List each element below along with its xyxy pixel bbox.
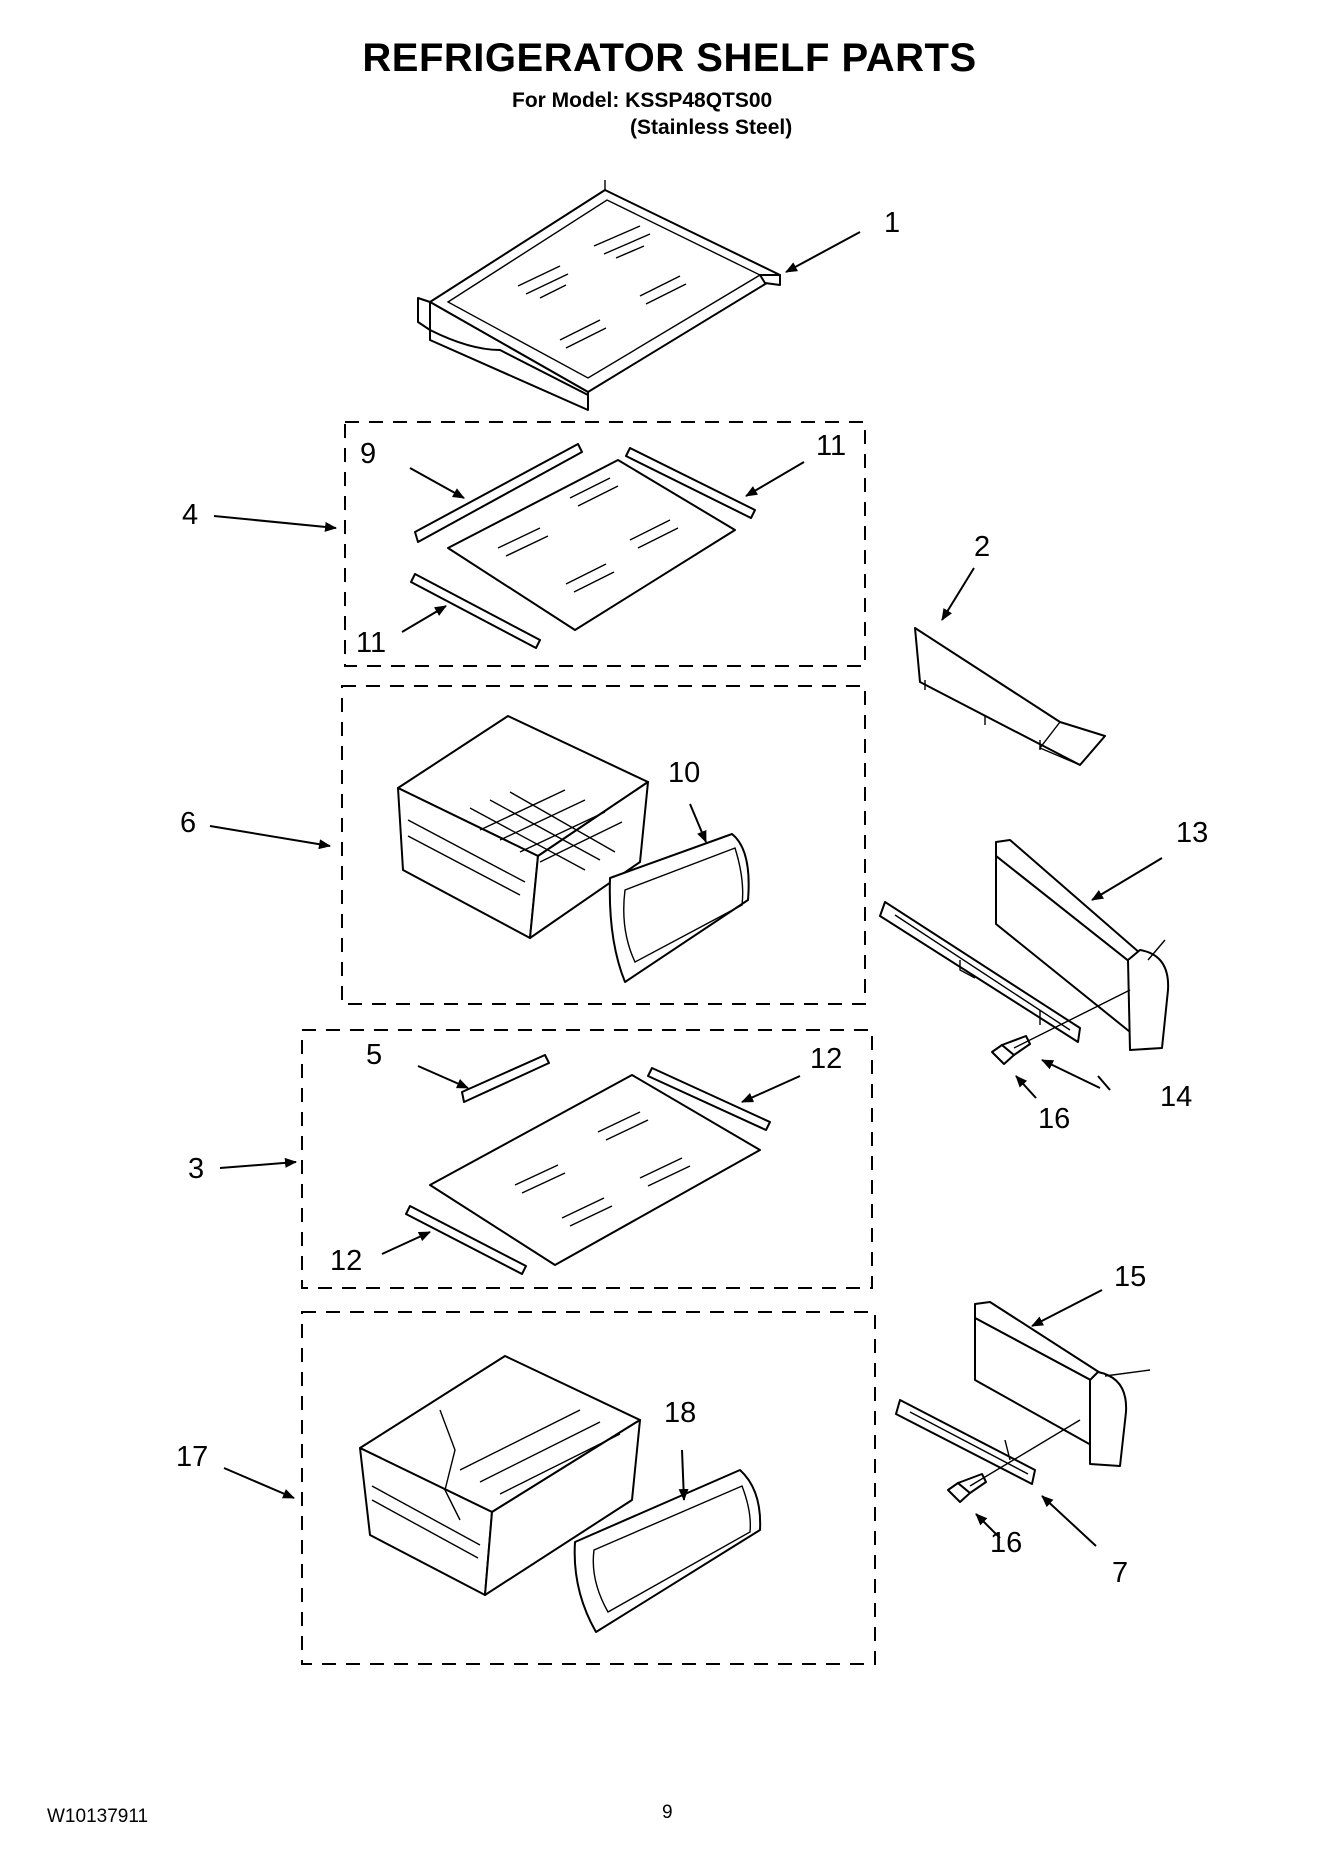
callout-18: 18: [664, 1397, 696, 1429]
callout-16-lower: 16: [990, 1527, 1022, 1559]
callout-11-lower: 11: [356, 627, 386, 659]
callout-1: 1: [884, 207, 900, 239]
part-12-glass-panel-lower: [429, 1074, 761, 1266]
part-5-trim-strip: [461, 1054, 550, 1103]
leader-16-lower: [969, 1419, 1081, 1487]
callout-14: 14: [1160, 1081, 1192, 1113]
part-17-freezer-drawer: [359, 1355, 641, 1596]
callout-17: 17: [176, 1441, 208, 1473]
part-1-shelf-assembly: [417, 180, 781, 411]
callout-7: 7: [1112, 1557, 1128, 1589]
leader-16-upper: [1013, 989, 1131, 1049]
callout-16-upper: 16: [1038, 1103, 1070, 1135]
part-11-trim-strip-lower: [410, 573, 541, 649]
part-15-end-cap-assembly: [974, 1301, 1151, 1467]
part-2-side-trim: [914, 627, 1106, 766]
group-box-part-4: [344, 421, 866, 667]
part-10-drawer-front: [608, 833, 750, 983]
part-6-crisper-drawer: [397, 715, 649, 939]
finish-line: (Stainless Steel): [630, 116, 793, 139]
part-13-end-cap-assembly: [995, 839, 1170, 1051]
group-box-part-17: [301, 1311, 876, 1665]
part-16-screw-upper: [991, 1035, 1031, 1065]
callout-4: 4: [182, 499, 198, 531]
part-11-glass-panel-upper: [447, 459, 736, 631]
group-box-part-6: [341, 685, 866, 1005]
callout-15: 15: [1114, 1261, 1146, 1293]
callout-11-right: 11: [816, 430, 846, 462]
callout-6: 6: [180, 807, 196, 839]
callout-3: 3: [188, 1153, 204, 1185]
leader-arrows: [209, 231, 1163, 1547]
part-11-trim-strip-right: [625, 447, 756, 519]
callout-13: 13: [1176, 817, 1208, 849]
callout-2: 2: [974, 531, 990, 563]
part-12-trim-strip-right: [647, 1067, 771, 1131]
part-14-slide-rail: [879, 901, 1081, 1043]
part-18-drawer-front: [573, 1469, 762, 1633]
group-box-part-3: [301, 1029, 873, 1289]
callout-12-lower: 12: [330, 1245, 362, 1277]
callout-10: 10: [668, 757, 700, 789]
part-9-trim-strip: [414, 443, 583, 543]
callout-12-right: 12: [810, 1043, 842, 1075]
part-12-trim-strip-lower: [405, 1205, 527, 1275]
part-16-screw-lower: [947, 1473, 987, 1503]
model-line: For Model: KSSP48QTS00: [512, 89, 773, 112]
document-number: W10137911: [47, 1806, 149, 1827]
page-number: 9: [662, 1802, 673, 1823]
part-7-slide-rail: [895, 1399, 1036, 1485]
callout-5: 5: [366, 1039, 382, 1071]
callout-9: 9: [360, 438, 376, 470]
page-title: REFRIGERATOR SHELF PARTS: [362, 36, 977, 80]
